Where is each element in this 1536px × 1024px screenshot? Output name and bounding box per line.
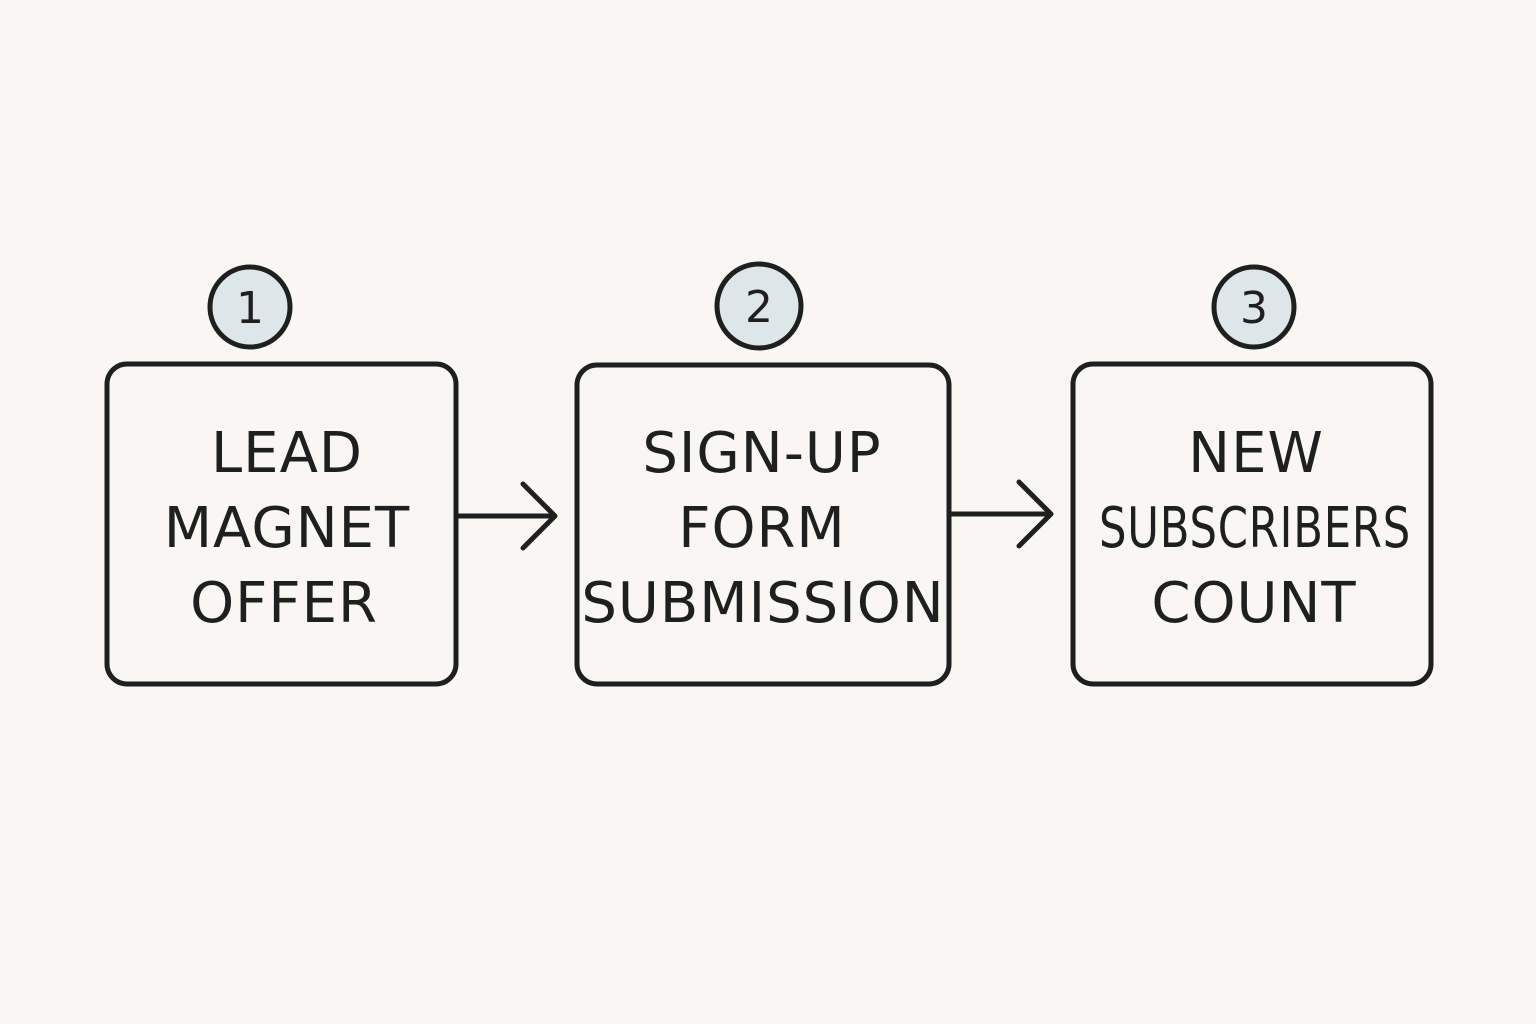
step-1-label-line-3: OFFER [190,571,378,636]
step-2-number: 2 [745,282,773,333]
step-2-badge [714,261,804,351]
step-2-label-line-3: SUBMISSION [581,571,944,636]
step-1-badge [207,264,293,350]
arrow-2-to-3 [948,479,1054,549]
step-2-label-line-2: FORM [678,496,846,561]
step-3-label-line-3: COUNT [1151,571,1356,636]
step-1: 1 LEAD MAGNET OFFER [104,264,459,687]
step-1-label-line-2: MAGNET [164,496,411,561]
step-3-number: 3 [1240,283,1268,334]
step-2-label-line-1: SIGN-UP [642,421,881,486]
step-1-box [104,361,459,687]
step-3: 3 NEW SUBSCRIBERS COUNT [1070,264,1434,687]
step-1-number: 1 [236,283,264,334]
step-3-box [1070,361,1434,687]
step-3-badge [1211,264,1297,350]
step-1-label-line-1: LEAD [211,421,363,486]
step-2-box [574,362,952,687]
arrow-1-to-2 [455,481,558,551]
step-2: 2 SIGN-UP FORM SUBMISSION [574,261,952,687]
step-3-label-line-1: NEW [1188,421,1324,486]
arrow-1-to-2-head [520,481,558,551]
step-3-label-line-2: SUBSCRIBERS [1099,496,1411,561]
arrow-2-to-3-head [1016,479,1054,549]
